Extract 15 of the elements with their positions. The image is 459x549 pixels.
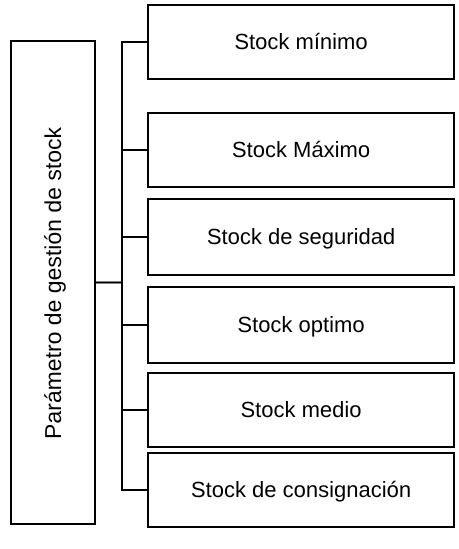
item-box [147, 452, 455, 528]
item-box [147, 286, 455, 364]
item-label: Stock de consignación [190, 477, 412, 503]
connector-line [96, 282, 147, 491]
item-box [147, 372, 455, 448]
category-box [10, 40, 96, 525]
item-label: Stock optimo [237, 312, 365, 338]
category-label: Parámetro de gestión de stock [40, 126, 66, 438]
item-box [147, 112, 455, 188]
item-label: Stock de seguridad [206, 224, 396, 250]
item-box [147, 4, 455, 80]
item-label: Stock Máximo [232, 137, 370, 163]
item-label: Stock mínimo [234, 29, 368, 55]
item-label: Stock medio [240, 397, 362, 423]
item-box [147, 198, 455, 276]
